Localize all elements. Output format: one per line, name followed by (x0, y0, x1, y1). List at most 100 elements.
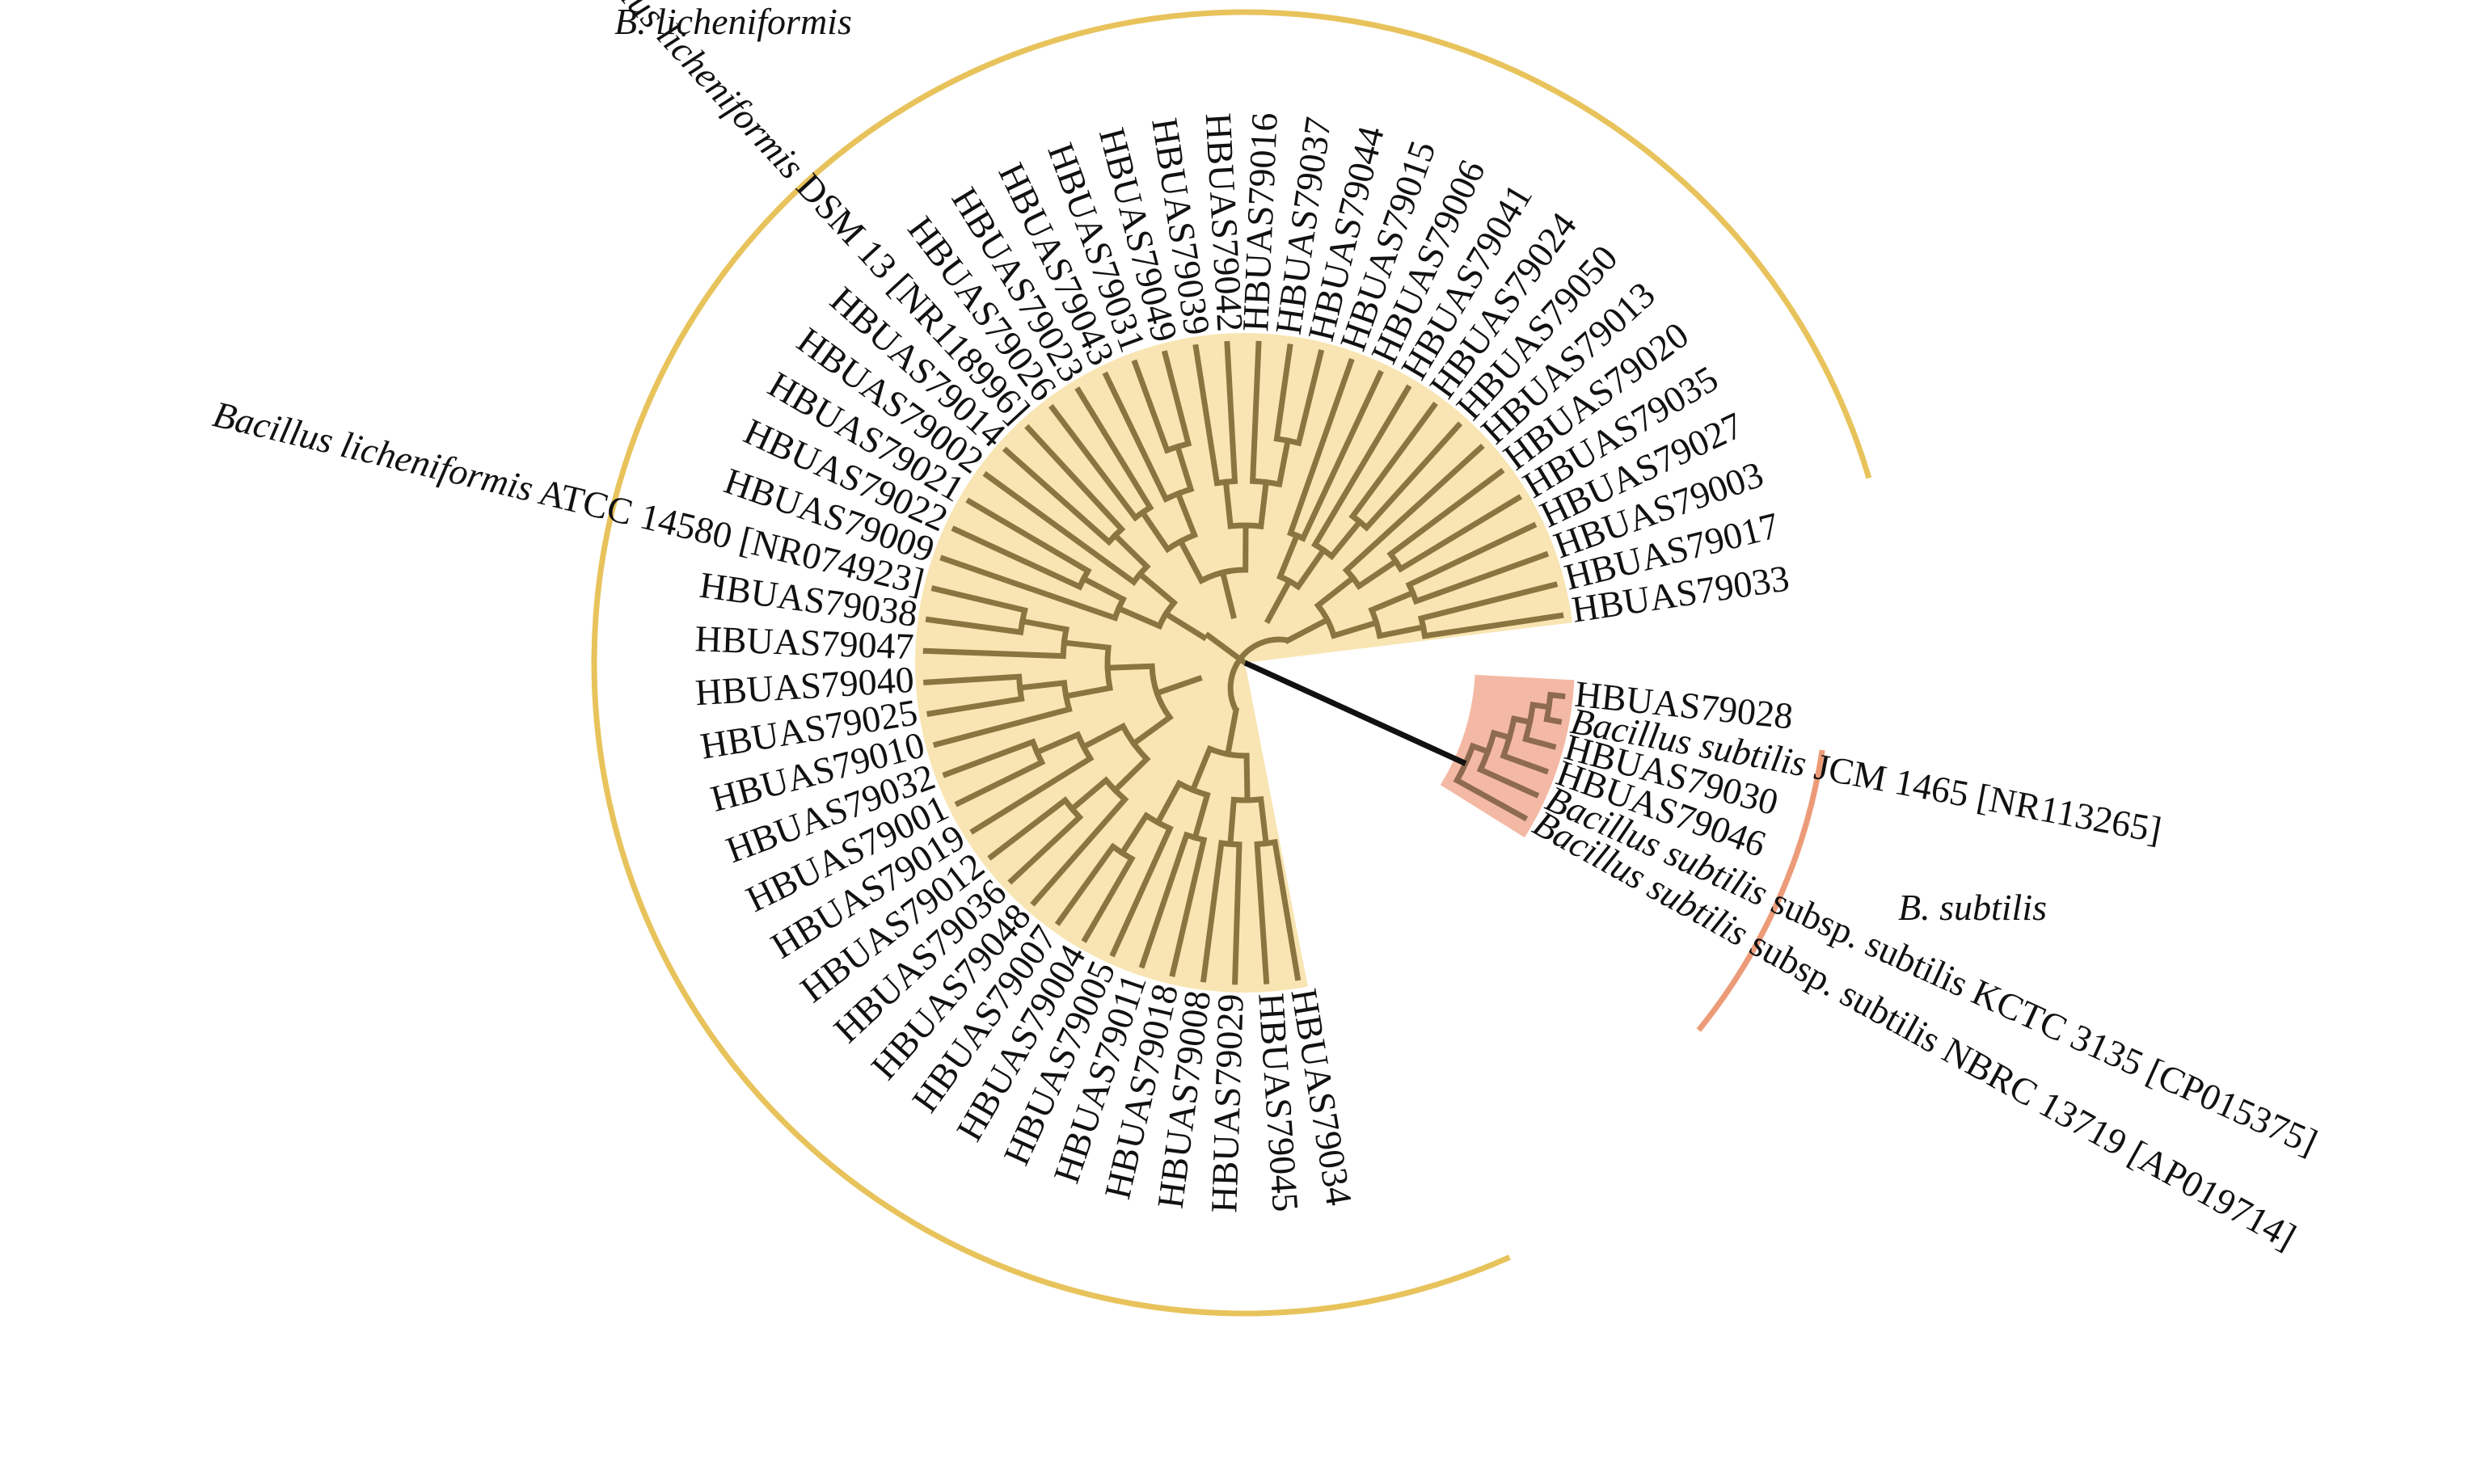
clade-arc-licheniformis (591, 9, 1872, 1317)
branch-licheniformis-stem (1111, 755, 1151, 795)
branch-licheniformis-stem (1276, 436, 1292, 488)
branch-licheniformis-stem (1079, 722, 1127, 751)
branch-licheniformis-stem (1192, 344, 1221, 487)
branch-root-subtilis (1243, 660, 1467, 766)
branch-licheniformis-stem (1115, 605, 1163, 630)
branch-licheniformis-stem (1102, 371, 1170, 504)
branch-subtilis-stem (1543, 715, 1563, 725)
branch-licheniformis-stem (1273, 343, 1293, 442)
branch-licheniformis-stem (1310, 384, 1412, 549)
branch-licheniformis-stem (922, 647, 1066, 660)
branch-licheniformis-stem (1254, 841, 1270, 984)
branch-licheniformis-stem (965, 497, 1092, 575)
branch-licheniformis-stem (982, 470, 1138, 586)
tip-label: HBUAS79016 (1234, 112, 1285, 332)
branch-licheniformis-arc (1230, 522, 1262, 529)
branch-licheniformis-stem (1386, 467, 1505, 559)
branch-licheniformis-stem (1284, 616, 1331, 644)
branch-licheniformis-stem (951, 525, 1084, 591)
branch-licheniformis-stem (1362, 421, 1463, 532)
branch-licheniformis-stem (1062, 685, 1113, 700)
clade-arc-subtilis (1696, 749, 1825, 1032)
branch-licheniformis-stem (1355, 557, 1400, 591)
branch-licheniformis-stem (1024, 424, 1126, 533)
branch-licheniformis-arc (1149, 666, 1172, 719)
branch-licheniformis-stem (1079, 575, 1127, 604)
branch-licheniformis-stem (1224, 340, 1238, 485)
clade-arcs (591, 9, 1872, 1317)
branch-licheniformis-stem (969, 754, 1095, 835)
tree-branches (922, 340, 1566, 985)
branch-licheniformis-stem (930, 585, 1028, 614)
branch-licheniformis-stem (1330, 619, 1380, 639)
branch-licheniformis-stem (1327, 517, 1364, 561)
branch-licheniformis-stem (1154, 779, 1183, 827)
branch-licheniformis-stem (1189, 744, 1214, 794)
branch-licheniformis-stem (1138, 831, 1191, 969)
branch-licheniformis-stem (1276, 532, 1301, 581)
branch-licheniformis-stem (1368, 588, 1417, 614)
branch-licheniformis-stem (932, 706, 1073, 748)
branch-licheniformis-stem (1109, 824, 1174, 958)
branch-root-licheniformis (1204, 631, 1247, 665)
branch-licheniformis-stem (1048, 403, 1140, 522)
branch-licheniformis-stem (1169, 836, 1208, 977)
branch-licheniformis-stem (1342, 443, 1485, 575)
branch-licheniformis-stem (925, 616, 1024, 636)
branch-licheniformis-stem (1054, 842, 1117, 926)
branch-licheniformis-stem (1232, 841, 1242, 985)
branch-licheniformis-stem (1174, 490, 1199, 539)
branch-licheniformis-stem (1396, 494, 1523, 573)
branch-licheniformis-stem (1222, 479, 1234, 529)
branch-licheniformis-stem (1068, 776, 1111, 813)
branch-licheniformis-stem (1136, 570, 1179, 607)
branch-licheniformis-stem (1174, 443, 1195, 493)
branch-licheniformis-stem (1111, 531, 1151, 571)
branch-licheniformis-stem (1162, 609, 1208, 642)
branch-licheniformis-stem (987, 796, 1070, 861)
branch-licheniformis-stem (1224, 706, 1240, 758)
branch-licheniformis-stem (1417, 581, 1559, 622)
branch-licheniformis-stem (1293, 546, 1328, 591)
branch-subtilis-stem (1476, 765, 1540, 799)
branch-licheniformis-stem (1272, 838, 1302, 981)
branch-subtilis-arc (1544, 694, 1554, 720)
branch-licheniformis-arc (1060, 628, 1070, 656)
branch-licheniformis-arc (1252, 478, 1280, 487)
branch-licheniformis-stem (1016, 679, 1068, 691)
tip-label-species: Bacillus licheniformis (209, 393, 538, 509)
branch-licheniformis-stem (1138, 508, 1172, 554)
tip-label-strain: JCM 1465 [NR113265] (1802, 744, 2165, 850)
branch-subtilis-stem (1453, 776, 1529, 822)
branch-licheniformis-stem (1161, 350, 1192, 448)
branch-licheniformis-arc (1200, 567, 1246, 584)
branch-subtilis-stem (1547, 691, 1566, 700)
tip-label: Bacillus subtilis subsp. subtilis KCTC 3… (1540, 778, 2324, 1163)
branch-licheniformis-stem (1257, 479, 1270, 530)
branch-licheniformis-stem (1299, 369, 1384, 542)
branch-subtilis-stem (1522, 736, 1557, 750)
branch-licheniformis-stem (1002, 446, 1113, 546)
branch-licheniformis-stem (1264, 577, 1293, 625)
branch-licheniformis-stem (926, 695, 1025, 717)
branch-licheniformis-stem (1033, 731, 1082, 757)
branch-licheniformis-stem (1081, 854, 1136, 943)
group-label-licheniformis: B. licheniformis (614, 1, 852, 42)
group-label-subtilis: B. subtilis (1898, 887, 2047, 928)
tip-label: HBUAS79047 (694, 618, 915, 667)
branch-licheniformis-stem (1129, 713, 1174, 748)
branch-licheniformis-stem (1030, 795, 1129, 907)
branch-licheniformis-stem (1007, 813, 1084, 885)
branch-licheniformis-stem (1192, 791, 1211, 841)
branch-licheniformis-stem (1131, 359, 1171, 454)
branch-licheniformis-stem (1376, 623, 1427, 639)
branch-licheniformis-stem (923, 673, 1023, 685)
branch-licheniformis-stem (1421, 612, 1564, 639)
branch-licheniformis-stem (1019, 618, 1070, 633)
branch-licheniformis-stem (1200, 840, 1225, 983)
branch-subtilis-stem (1500, 752, 1550, 775)
branch-licheniformis-stem (1314, 574, 1357, 609)
branch-licheniformis-stem (1104, 663, 1155, 671)
branch-licheniformis-stem (1219, 569, 1237, 619)
